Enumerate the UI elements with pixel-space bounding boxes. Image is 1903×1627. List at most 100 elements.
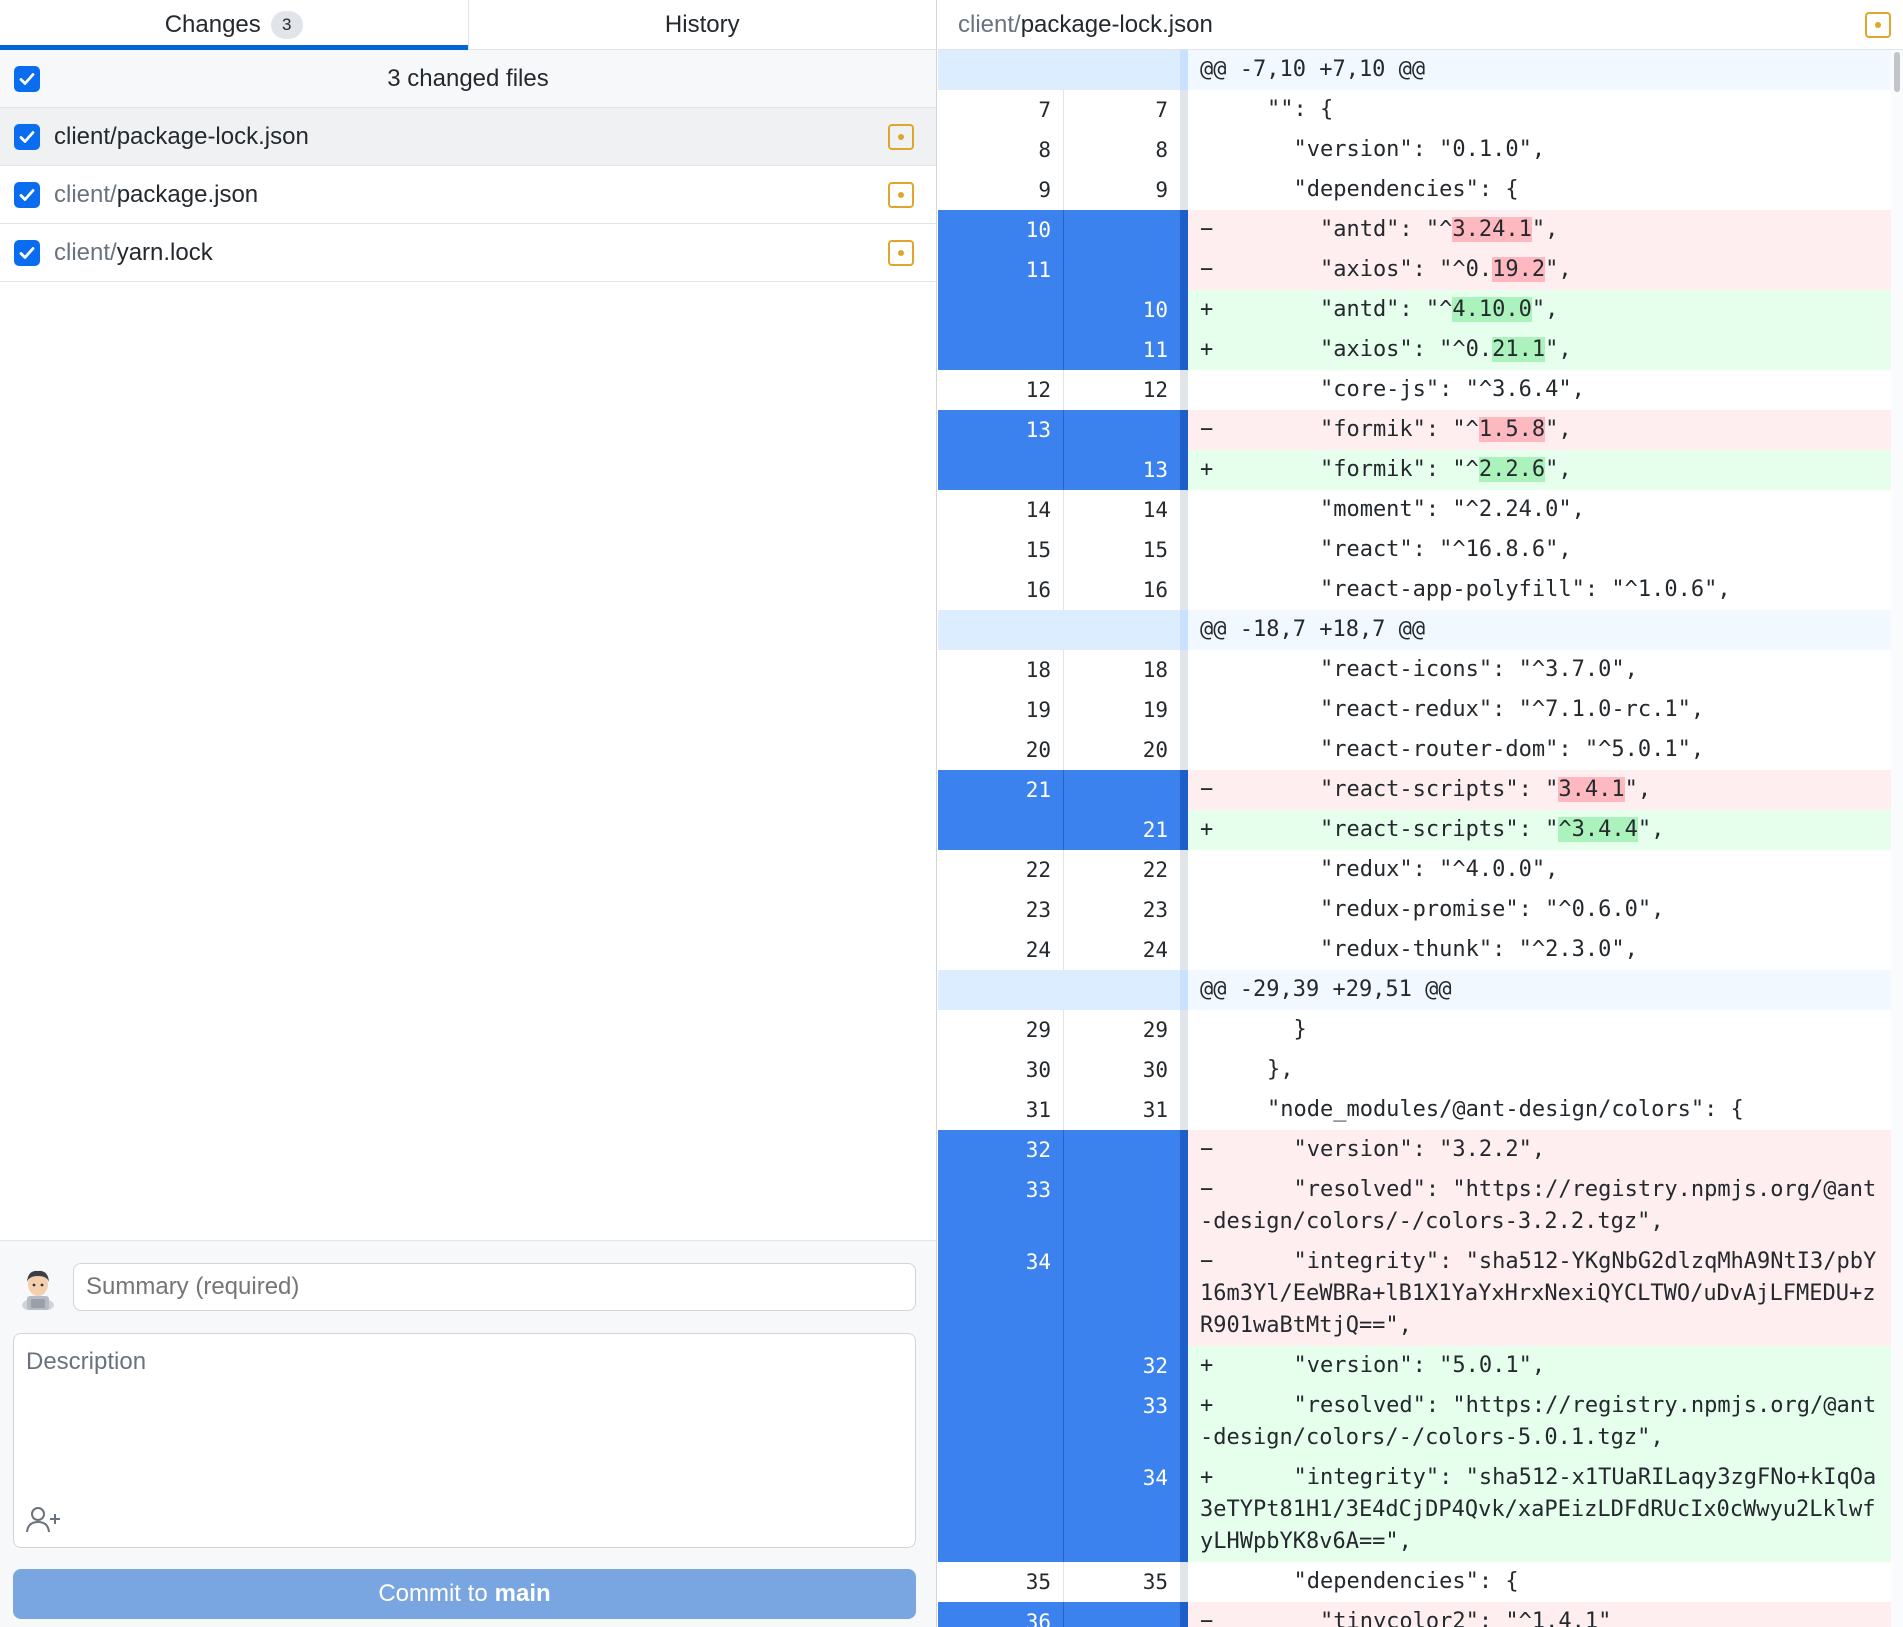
new-line-number[interactable] — [1064, 410, 1188, 450]
new-line-number[interactable]: 34 — [1064, 1458, 1188, 1562]
new-line-number[interactable] — [1064, 1130, 1188, 1170]
new-line-number[interactable]: 12 — [1064, 370, 1188, 410]
scrollbar-thumb[interactable] — [1894, 52, 1900, 92]
file-checkbox[interactable] — [14, 181, 40, 208]
old-line-number[interactable]: 30 — [938, 1050, 1064, 1090]
old-line-number[interactable] — [938, 610, 1064, 650]
new-line-number[interactable]: 20 — [1064, 730, 1188, 770]
file-checkbox[interactable] — [14, 239, 40, 266]
old-line-number[interactable]: 21 — [938, 770, 1064, 810]
diff-hunk-header[interactable]: @@ -29,39 +29,51 @@ — [938, 970, 1891, 1010]
new-line-number[interactable] — [1064, 970, 1188, 1010]
new-line-number[interactable]: 21 — [1064, 810, 1188, 850]
diff-line-deleted[interactable]: 10− "antd": "^3.24.1", — [938, 210, 1891, 250]
commit-summary-input[interactable] — [73, 1263, 916, 1311]
old-line-number[interactable] — [938, 50, 1064, 90]
old-line-number[interactable]: 14 — [938, 490, 1064, 530]
old-line-number[interactable]: 34 — [938, 1242, 1064, 1346]
diff-line-added[interactable]: 34+ "integrity": "sha512-x1TUaRILaqy3zgF… — [938, 1458, 1891, 1562]
diff-line-added[interactable]: 11+ "axios": "^0.21.1", — [938, 330, 1891, 370]
old-line-number[interactable]: 36 — [938, 1602, 1064, 1627]
new-line-number[interactable]: 24 — [1064, 930, 1188, 970]
new-line-number[interactable]: 32 — [1064, 1346, 1188, 1386]
diff-line-deleted[interactable]: 36− "tinycolor2": "^1.4.1" — [938, 1602, 1891, 1627]
old-line-number[interactable]: 11 — [938, 250, 1064, 290]
new-line-number[interactable]: 30 — [1064, 1050, 1188, 1090]
new-line-number[interactable]: 9 — [1064, 170, 1188, 210]
new-line-number[interactable]: 13 — [1064, 450, 1188, 490]
old-line-number[interactable]: 15 — [938, 530, 1064, 570]
new-line-number[interactable]: 14 — [1064, 490, 1188, 530]
old-line-number[interactable]: 32 — [938, 1130, 1064, 1170]
old-line-number[interactable] — [938, 450, 1064, 490]
diff-line-deleted[interactable]: 34− "integrity": "sha512-YKgNbG2dlzqMhA9… — [938, 1242, 1891, 1346]
commit-button[interactable]: Commit to main — [13, 1569, 916, 1619]
old-line-number[interactable]: 7 — [938, 90, 1064, 130]
add-coauthor-icon[interactable] — [26, 1505, 62, 1533]
new-line-number[interactable]: 10 — [1064, 290, 1188, 330]
new-line-number[interactable]: 18 — [1064, 650, 1188, 690]
new-line-number[interactable]: 15 — [1064, 530, 1188, 570]
file-row[interactable]: client/yarn.lock — [0, 224, 936, 282]
new-line-number[interactable]: 29 — [1064, 1010, 1188, 1050]
old-line-number[interactable]: 23 — [938, 890, 1064, 930]
old-line-number[interactable] — [938, 1386, 1064, 1458]
old-line-number[interactable]: 8 — [938, 130, 1064, 170]
old-line-number[interactable]: 16 — [938, 570, 1064, 610]
select-all-checkbox[interactable] — [14, 65, 40, 92]
diff-hunk-header[interactable]: @@ -7,10 +7,10 @@ — [938, 50, 1891, 90]
diff-hunk-header[interactable]: @@ -18,7 +18,7 @@ — [938, 610, 1891, 650]
new-line-number[interactable]: 31 — [1064, 1090, 1188, 1130]
old-line-number[interactable] — [938, 970, 1064, 1010]
old-line-number[interactable]: 31 — [938, 1090, 1064, 1130]
old-line-number[interactable]: 18 — [938, 650, 1064, 690]
diff-line-added[interactable]: 33+ "resolved": "https://registry.npmjs.… — [938, 1386, 1891, 1458]
old-line-number[interactable] — [938, 1346, 1064, 1386]
old-line-number[interactable]: 13 — [938, 410, 1064, 450]
diff-line-added[interactable]: 10+ "antd": "^4.10.0", — [938, 290, 1891, 330]
new-line-number[interactable] — [1064, 210, 1188, 250]
diff-line-added[interactable]: 21+ "react-scripts": "^3.4.4", — [938, 810, 1891, 850]
diff-line-added[interactable]: 32+ "version": "5.0.1", — [938, 1346, 1891, 1386]
old-line-number[interactable]: 12 — [938, 370, 1064, 410]
new-line-number[interactable]: 11 — [1064, 330, 1188, 370]
old-line-number[interactable]: 33 — [938, 1170, 1064, 1242]
new-line-number[interactable]: 23 — [1064, 890, 1188, 930]
old-line-number[interactable] — [938, 810, 1064, 850]
new-line-number[interactable] — [1064, 610, 1188, 650]
new-line-number[interactable]: 33 — [1064, 1386, 1188, 1458]
old-line-number[interactable]: 29 — [938, 1010, 1064, 1050]
commit-description-field[interactable]: Description — [13, 1333, 916, 1548]
old-line-number[interactable]: 19 — [938, 690, 1064, 730]
old-line-number[interactable]: 10 — [938, 210, 1064, 250]
old-line-number[interactable]: 20 — [938, 730, 1064, 770]
new-line-number[interactable] — [1064, 1242, 1188, 1346]
old-line-number[interactable] — [938, 290, 1064, 330]
tab-history[interactable]: History — [467, 0, 937, 49]
new-line-number[interactable]: 22 — [1064, 850, 1188, 890]
diff-line-deleted[interactable]: 21− "react-scripts": "3.4.1", — [938, 770, 1891, 810]
old-line-number[interactable]: 24 — [938, 930, 1064, 970]
file-checkbox[interactable] — [14, 123, 40, 150]
old-line-number[interactable]: 35 — [938, 1562, 1064, 1602]
new-line-number[interactable]: 7 — [1064, 90, 1188, 130]
new-line-number[interactable]: 35 — [1064, 1562, 1188, 1602]
new-line-number[interactable] — [1064, 50, 1188, 90]
new-line-number[interactable]: 19 — [1064, 690, 1188, 730]
new-line-number[interactable]: 8 — [1064, 130, 1188, 170]
old-line-number[interactable]: 9 — [938, 170, 1064, 210]
old-line-number[interactable] — [938, 330, 1064, 370]
diff-line-added[interactable]: 13+ "formik": "^2.2.6", — [938, 450, 1891, 490]
